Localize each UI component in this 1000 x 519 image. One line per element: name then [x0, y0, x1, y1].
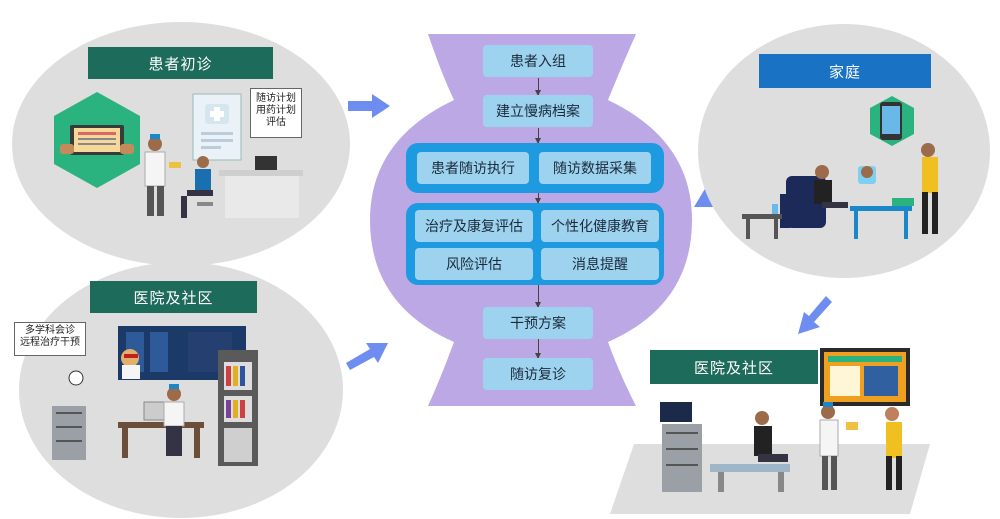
- flow-step-intervention: 干预方案: [483, 307, 593, 339]
- flow-arrow-4: [535, 285, 541, 308]
- hospital-checkup-illustration: [660, 348, 910, 492]
- flow-group-health-education: 个性化健康教育: [541, 210, 659, 242]
- panel-hospital-left-title: 医院及社区: [90, 281, 257, 313]
- tablet-hexagon-icon: [54, 92, 140, 188]
- flow-arrow-1: [535, 78, 541, 96]
- note-line: 评估: [266, 117, 286, 128]
- flow-arrow-3: [535, 193, 541, 204]
- mdt-consult-note: 多学科会诊 远程治疗干预: [14, 322, 86, 356]
- note-line: 远程治疗干预: [20, 337, 80, 348]
- panel-home-title: 家庭: [759, 54, 931, 88]
- flow-group-treatment-eval: 治疗及康复评估: [415, 210, 533, 242]
- flow-arrow-5: [535, 339, 541, 359]
- panel-hospital-right-title: 医院及社区: [650, 350, 818, 384]
- flow-group-message-remind: 消息提醒: [541, 248, 659, 280]
- first-visit-plan-note: 随访计划 用药计划 评估: [250, 88, 302, 138]
- flow-group-risk-eval: 风险评估: [415, 248, 533, 280]
- flow-step-archive: 建立慢病档案: [483, 95, 593, 127]
- panel-first-visit-title: 患者初诊: [88, 47, 273, 79]
- flow-step-enroll: 患者入组: [483, 45, 593, 77]
- arrow-right-bottom-icon: [346, 343, 388, 370]
- clinic-consult-illustration: [144, 93, 303, 218]
- arrow-down-hospital-icon: [798, 296, 832, 334]
- flow-group-followup-execute: 患者随访执行: [417, 152, 529, 184]
- note-line: 随访计划: [256, 93, 296, 104]
- flow-step-revisit: 随访复诊: [483, 358, 593, 390]
- home-monitoring-illustration: [742, 96, 938, 239]
- flow-group-followup-data: 随访数据采集: [539, 152, 651, 184]
- note-line: 用药计划: [256, 105, 296, 116]
- note-line: 多学科会诊: [25, 325, 75, 336]
- flow-arrow-2: [535, 128, 541, 144]
- arrow-right-top-icon: [348, 94, 390, 118]
- telemedicine-illustration: [52, 326, 258, 466]
